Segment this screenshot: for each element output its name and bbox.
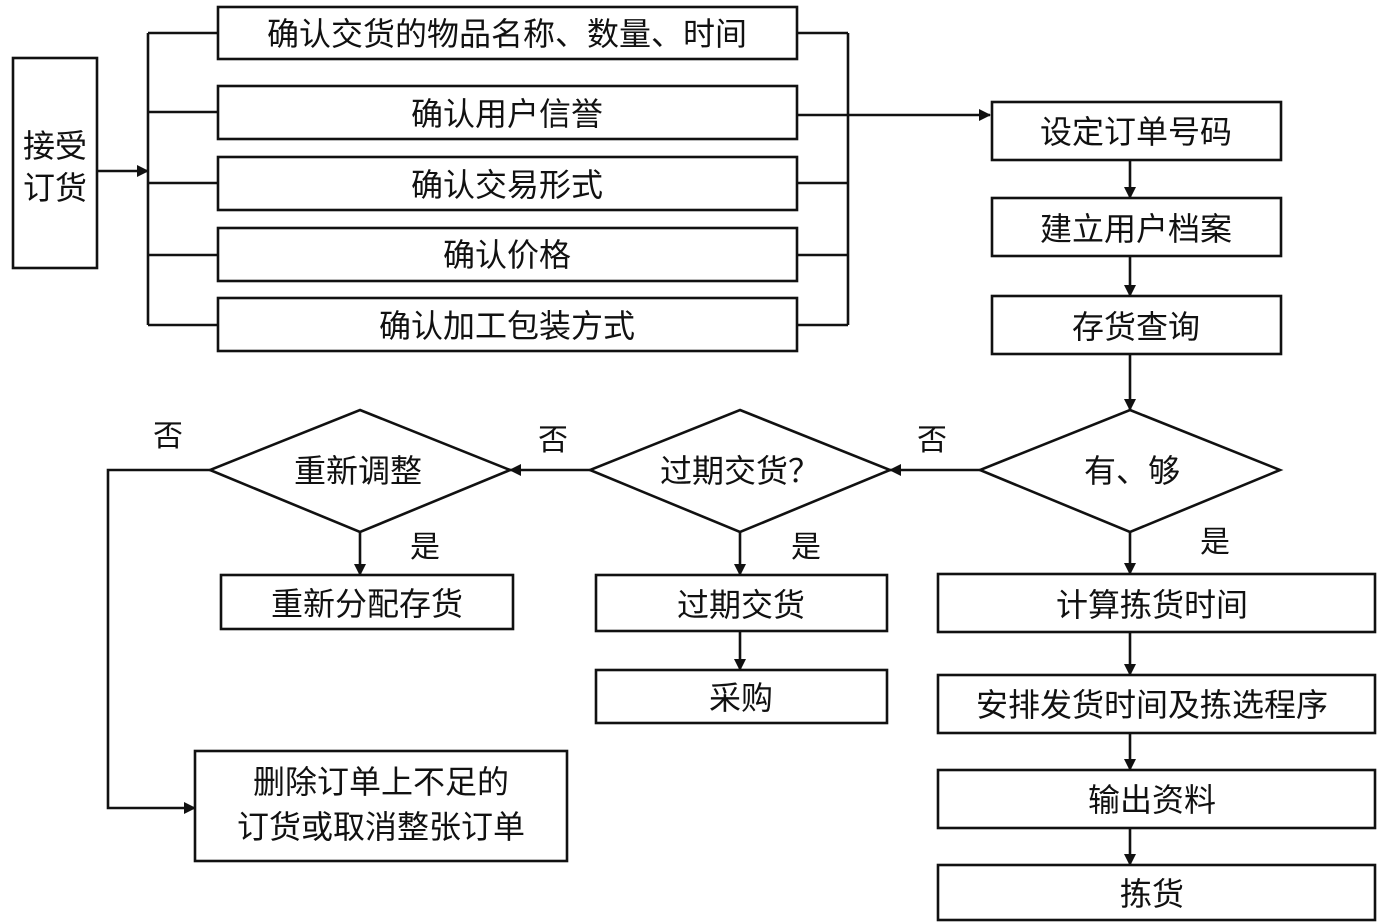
svg-text:确认加工包装方式: 确认加工包装方式 — [379, 307, 635, 345]
svg-text:确认用户信誉: 确认用户信誉 — [411, 95, 603, 133]
node-pick: 拣货 — [936, 863, 1377, 922]
node-set-order-no: 设定订单号码 — [990, 100, 1283, 162]
node-readjust: 重新调整 — [206, 408, 514, 534]
svg-text:设定订单号码: 设定订单号码 — [1040, 113, 1232, 151]
label-no-enough: 否 — [917, 423, 947, 458]
node-receive-order: 接受 订货 — [11, 56, 99, 270]
svg-text:拣货: 拣货 — [1120, 875, 1184, 913]
node-calc-pick-time: 计算拣货时间 — [936, 572, 1377, 634]
node-confirm-price: 确认价格 — [216, 226, 799, 283]
node-have-enough: 有、够 — [976, 408, 1284, 534]
svg-text:确认价格: 确认价格 — [443, 236, 571, 274]
node-purchase: 采购 — [594, 668, 889, 725]
node-output: 输出资料 — [936, 768, 1377, 830]
label-no-readjust: 否 — [153, 419, 183, 454]
label-no-overdue: 否 — [538, 423, 568, 458]
svg-text:安排发货时间及拣选程序: 安排发货时间及拣选程序 — [976, 686, 1328, 724]
node-confirm-trade: 确认交易形式 — [216, 155, 799, 212]
arrow-readjust-no — [106, 468, 210, 814]
label-yes-enough: 是 — [1200, 525, 1230, 560]
node-stock-query: 存货查询 — [990, 294, 1283, 356]
svg-text:确认交货的物品名称、数量、时间: 确认交货的物品名称、数量、时间 — [267, 15, 747, 53]
delete-order-line1: 删除订单上不足的 — [253, 763, 509, 801]
svg-text:输出资料: 输出资料 — [1088, 781, 1216, 819]
receive-order-line2: 订货 — [23, 169, 87, 207]
svg-text:重新调整: 重新调整 — [294, 452, 422, 490]
node-overdue-question: 过期交货？ — [586, 408, 894, 534]
svg-text:过期交货: 过期交货 — [677, 586, 805, 624]
node-confirm-credit: 确认用户信誉 — [216, 84, 799, 141]
delete-order-line2: 订货或取消整张订单 — [237, 808, 525, 846]
svg-text:重新分配存货: 重新分配存货 — [271, 585, 463, 623]
node-overdue-delivery: 过期交货 — [594, 573, 889, 633]
svg-text:建立用户档案: 建立用户档案 — [1040, 210, 1232, 248]
svg-text:采购: 采购 — [709, 679, 773, 717]
svg-text:存货查询: 存货查询 — [1072, 308, 1200, 346]
node-schedule: 安排发货时间及拣选程序 — [936, 673, 1377, 735]
receive-order-line1: 接受 — [23, 127, 87, 165]
svg-text:有、够: 有、够 — [1084, 452, 1180, 490]
node-reallocate: 重新分配存货 — [219, 573, 515, 631]
node-confirm-pack: 确认加工包装方式 — [216, 296, 799, 353]
node-delete-order: 删除订单上不足的 订货或取消整张订单 — [193, 749, 569, 863]
label-yes-overdue: 是 — [791, 530, 821, 565]
svg-text:计算拣货时间: 计算拣货时间 — [1056, 586, 1248, 624]
svg-text:过期交货？: 过期交货？ — [660, 452, 820, 490]
node-confirm-items: 确认交货的物品名称、数量、时间 — [216, 5, 799, 61]
label-yes-readjust: 是 — [410, 530, 440, 565]
node-create-file: 建立用户档案 — [990, 196, 1283, 258]
branch-labels: 否 否 否 是 是 是 — [153, 419, 1230, 565]
svg-text:确认交易形式: 确认交易形式 — [411, 166, 603, 204]
connectors — [97, 31, 1136, 866]
